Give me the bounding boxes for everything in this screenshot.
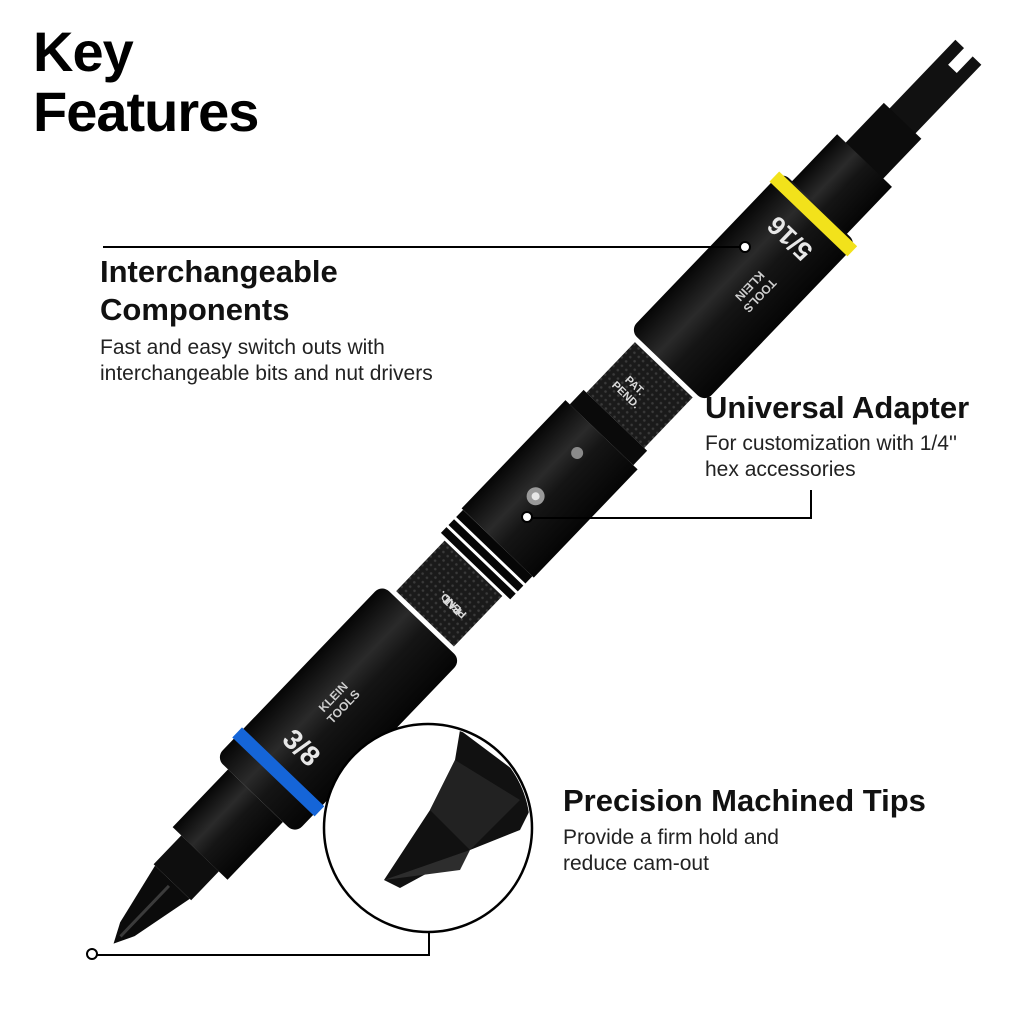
upper-knurled-collar [586,342,693,449]
feature-desc-tips-line2: reduce cam-out [563,852,709,875]
feature-heading-adapter: Universal Adapter [705,390,970,425]
universal-adapter [440,400,638,600]
title-line-2: Features [33,80,259,143]
lower-knurled-collar [396,540,503,647]
title-line-1: Key [33,20,134,83]
phillips-tip [113,769,283,944]
feature-desc-components-line2: interchangeable bits and nut drivers [100,362,433,385]
feature-heading-components-line1: Interchangeable [100,254,338,289]
yellow-size-band [769,171,858,257]
nut-driver-5-16: 5/16 KLEIN TOOLS [633,171,858,399]
callout-line-adapter-h [531,517,812,519]
blue-size-band [232,727,325,817]
feature-desc-components: Fast and easy switch outs with interchan… [100,335,433,387]
feature-desc-tips: Provide a firm hold and reduce cam-out [563,825,779,877]
nut-driver-3-8: 3/8 KLEIN TOOLS [219,588,458,830]
feature-desc-adapter: For customization with 1/4'' hex accesso… [705,431,957,483]
page-title: Key Features [33,20,259,143]
feature-desc-adapter-line1: For customization with 1/4'' [705,432,957,455]
top-tip [788,39,982,238]
callout-line-components [103,246,743,248]
feature-heading-components: Interchangeable Components [100,253,338,329]
magnified-tip-callout [322,722,534,934]
feature-heading-components-line2: Components [100,292,290,327]
callout-line-tips-h [96,954,430,956]
callout-line-tips-v [428,932,430,956]
feature-heading-tips: Precision Machined Tips [563,783,926,818]
callout-dot-components [739,241,751,253]
feature-desc-tips-line1: Provide a firm hold and [563,826,779,849]
feature-desc-adapter-line2: hex accessories [705,458,856,481]
feature-desc-components-line1: Fast and easy switch outs with [100,336,385,359]
callout-line-adapter-v [810,490,812,519]
